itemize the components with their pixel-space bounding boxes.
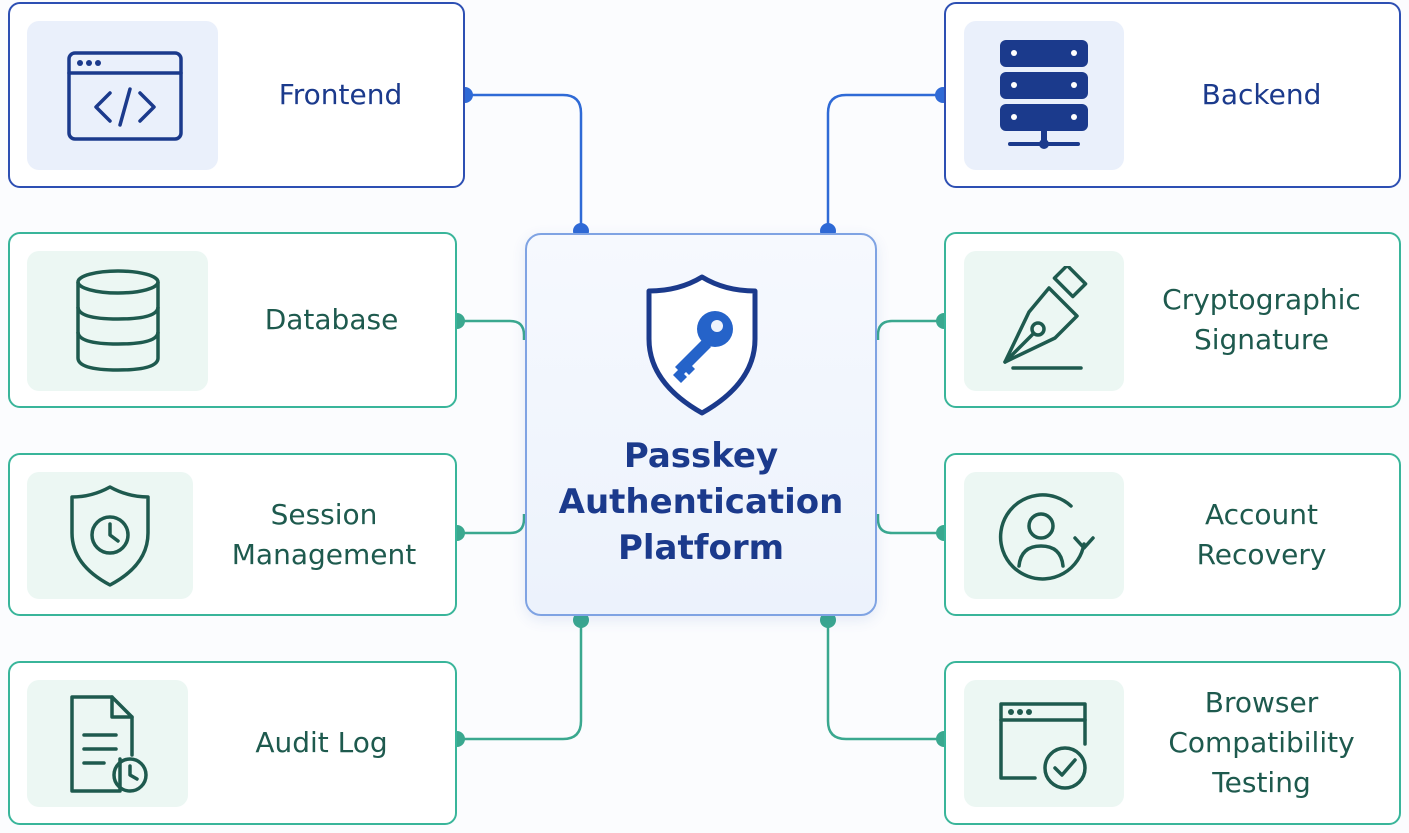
icon-tile bbox=[964, 680, 1124, 807]
connector-cryptographic-signature bbox=[876, 319, 944, 340]
connector-account-recovery bbox=[876, 514, 944, 535]
connector-frontend bbox=[465, 93, 583, 231]
node-label: Frontend bbox=[218, 4, 463, 186]
node-label-line: Database bbox=[264, 303, 399, 336]
icon-tile bbox=[964, 21, 1124, 170]
node-cryptographic-signature[interactable]: Cryptographic Signature bbox=[944, 232, 1401, 408]
connector-database bbox=[457, 319, 526, 340]
node-account-recovery[interactable]: Account Recovery bbox=[944, 453, 1401, 616]
node-label-line: Compatibility bbox=[1168, 726, 1355, 759]
node-label-line: Management bbox=[231, 537, 417, 571]
connector-browser-testing bbox=[826, 620, 944, 741]
node-label: Session Management bbox=[193, 455, 455, 614]
hub-title-line: Authentication bbox=[558, 482, 844, 522]
node-label: Browser Compatibility Testing bbox=[1124, 663, 1399, 823]
connector-audit-log bbox=[457, 620, 583, 741]
icon-tile bbox=[27, 251, 208, 391]
node-frontend[interactable]: Frontend bbox=[8, 2, 465, 188]
shield-clock-icon bbox=[70, 484, 150, 587]
icon-tile bbox=[27, 472, 193, 599]
hub-title: Passkey Authentication Platform bbox=[527, 433, 875, 571]
user-refresh-icon bbox=[998, 492, 1095, 581]
node-label: Backend bbox=[1124, 4, 1399, 186]
hub-passkey-authentication-platform[interactable]: Passkey Authentication Platform bbox=[525, 233, 877, 616]
server-stack-icon bbox=[1000, 39, 1088, 149]
node-label: Cryptographic Signature bbox=[1124, 234, 1399, 406]
hub-title-line: Passkey bbox=[623, 436, 779, 476]
hub-title-line: Platform bbox=[617, 528, 785, 568]
icon-tile bbox=[964, 472, 1124, 599]
node-label: Database bbox=[208, 234, 455, 406]
node-audit-log[interactable]: Audit Log bbox=[8, 661, 457, 825]
node-label-line: Cryptographic bbox=[1162, 283, 1361, 316]
connector-backend bbox=[826, 93, 943, 231]
node-label-line: Browser bbox=[1204, 686, 1319, 719]
node-backend[interactable]: Backend bbox=[944, 2, 1401, 188]
fountain-pen-icon bbox=[1003, 266, 1088, 370]
node-label-line: Frontend bbox=[278, 78, 403, 111]
node-label-line: Testing bbox=[1212, 766, 1311, 799]
code-window-icon bbox=[66, 50, 183, 141]
document-clock-icon bbox=[69, 694, 148, 793]
node-label-line: Session bbox=[270, 497, 378, 531]
icon-tile bbox=[27, 680, 188, 807]
node-label-line: Backend bbox=[1201, 78, 1322, 111]
node-label-line: Recovery bbox=[1196, 537, 1327, 571]
node-label: Audit Log bbox=[188, 663, 455, 823]
connector-session-management bbox=[457, 514, 526, 535]
node-label-line: Signature bbox=[1193, 323, 1330, 356]
icon-tile bbox=[27, 21, 218, 170]
node-session-management[interactable]: Session Management bbox=[8, 453, 457, 616]
node-database[interactable]: Database bbox=[8, 232, 457, 408]
browser-check-icon bbox=[999, 701, 1087, 790]
icon-tile bbox=[964, 251, 1124, 391]
port-hub-bottom-left bbox=[573, 612, 589, 628]
database-icon bbox=[75, 269, 160, 372]
node-label-line: Audit Log bbox=[255, 726, 388, 759]
port-hub-bottom-right bbox=[820, 612, 836, 628]
shield-key-icon bbox=[646, 274, 758, 416]
node-browser-compatibility-testing[interactable]: Browser Compatibility Testing bbox=[944, 661, 1401, 825]
node-label-line: Account bbox=[1204, 497, 1319, 531]
node-label: Account Recovery bbox=[1124, 455, 1399, 614]
